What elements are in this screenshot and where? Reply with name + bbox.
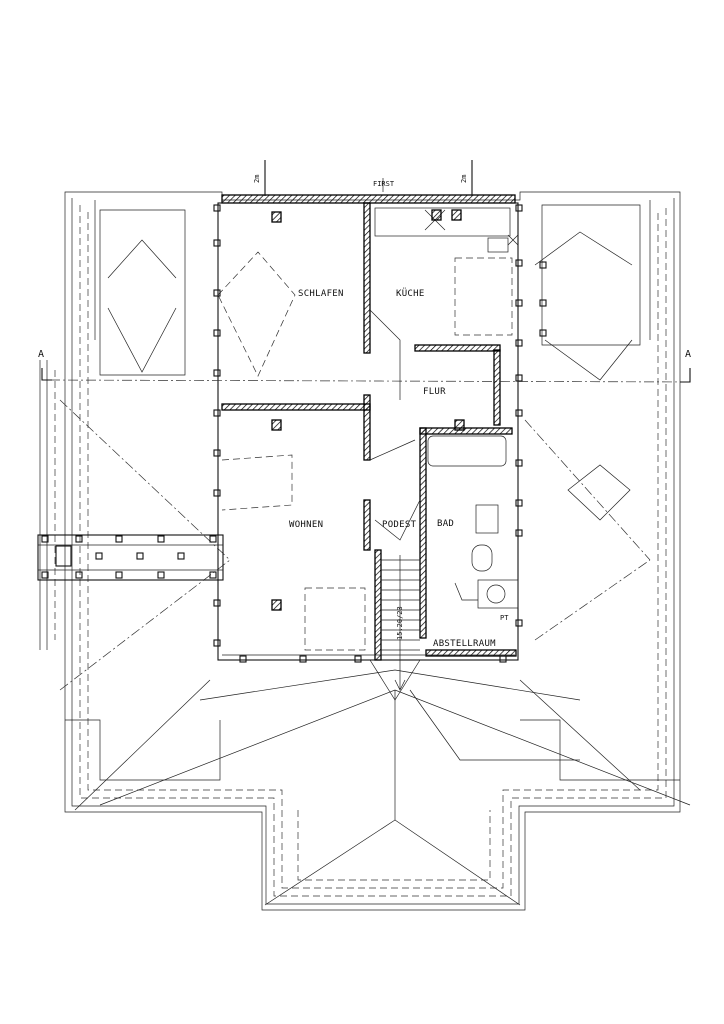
ridge-label: FIRST [373, 180, 395, 188]
ridge-markers: FIRST 2m 2m 15.20/23 PT [253, 160, 509, 640]
stairs [369, 555, 421, 701]
room-label-flur: FLUR [423, 387, 446, 397]
section-marker-left: A [38, 349, 44, 360]
section-line: A A [38, 349, 691, 383]
stair-dimension: 15.20/23 [396, 606, 404, 640]
bath-fixtures [427, 435, 519, 609]
room-label-bad: BAD [437, 519, 454, 529]
roof-outline [39, 191, 681, 911]
room-label-schlafen: SCHLAFEN [298, 289, 344, 299]
dormer-right [534, 204, 641, 521]
ridge-offset-left: 2m [253, 175, 261, 183]
ridge-offset-right: 2m [460, 175, 468, 183]
room-label-wohnen: WOHNEN [289, 520, 323, 530]
dormer-left [99, 209, 186, 376]
room-label-kueche: KÜCHE [396, 288, 425, 299]
room-label-podest: PODEST [382, 520, 417, 530]
pt-label: PT [500, 614, 509, 622]
roof-windows [217, 251, 513, 651]
room-labels: SCHLAFEN KÜCHE FLUR WOHNEN PODEST BAD AB… [289, 288, 496, 649]
kitchen-fixtures [374, 207, 519, 253]
beam [37, 534, 224, 581]
room-label-abstellraum: ABSTELLRAUM [433, 639, 496, 649]
walls [217, 194, 519, 661]
roof-hips [59, 399, 691, 906]
columns [213, 204, 547, 663]
section-marker-right: A [685, 349, 691, 360]
